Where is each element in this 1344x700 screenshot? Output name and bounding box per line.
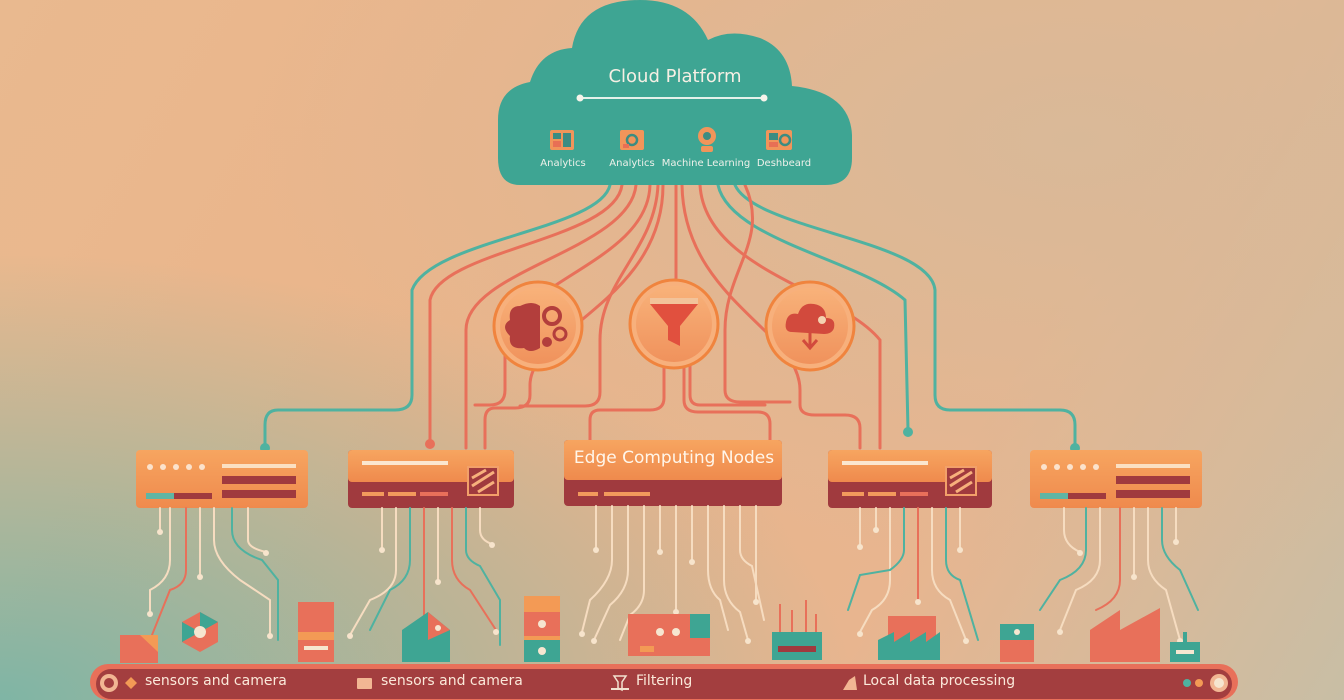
processing-icon [843,676,857,690]
edge-nodes-title: Edge Computing Nodes [573,448,775,468]
analytics-icon [550,130,574,150]
edge-node-2 [348,450,514,508]
filter-icon [611,675,629,692]
sensor-antenna [772,600,822,660]
machine-learning-icon [698,127,716,152]
sensor-box-1 [120,635,158,663]
hub-funnel [628,278,720,370]
analytics-gear-icon [620,130,644,150]
card-icon [357,678,372,689]
sensor-tower-2 [524,596,560,662]
sensor-tower-1 [298,602,334,662]
factory-2 [1090,608,1160,662]
bar-label-filtering: Filtering [636,673,693,689]
bar-label-sensors-2: sensors and camera [381,673,523,689]
hub-brain [492,280,584,372]
bottom-bar [90,664,1238,700]
service-label-dashboard: Deshbeard [756,158,812,169]
sensor-wire-dots [147,527,1183,644]
cloud-download-icon [785,303,835,351]
bar-label-local-processing: Local data processing [863,673,1016,689]
edge-node-5 [1030,450,1202,508]
camera-hex-1 [182,612,218,652]
cloud-connection-lines [263,183,1077,450]
cloud-platform [498,0,852,185]
diamond-icon [125,677,137,689]
edge-node-3 [564,440,782,506]
edge-node-1 [136,450,308,508]
service-label-analytics-2: Analytics [609,158,655,169]
sensor-devices [120,596,1200,663]
cloud-title: Cloud Platform [608,66,742,87]
sensor-wires [149,505,1199,646]
dashboard-icon [766,130,792,150]
hub-cloud-download [764,280,856,372]
brain-gear-icon [505,303,568,351]
edge-node-4 [828,450,992,508]
bar-label-sensors-1: sensors and camera [145,673,287,689]
service-label-analytics: Analytics [540,158,586,169]
service-label-machine-learning: Machine Learning [661,158,751,169]
sensor-small [1170,632,1200,662]
factory-1 [878,616,940,660]
sensor-box-3 [1000,624,1034,662]
funnel-icon [650,298,698,346]
sensor-tag-1 [402,612,450,662]
sensor-box-2 [628,614,710,656]
